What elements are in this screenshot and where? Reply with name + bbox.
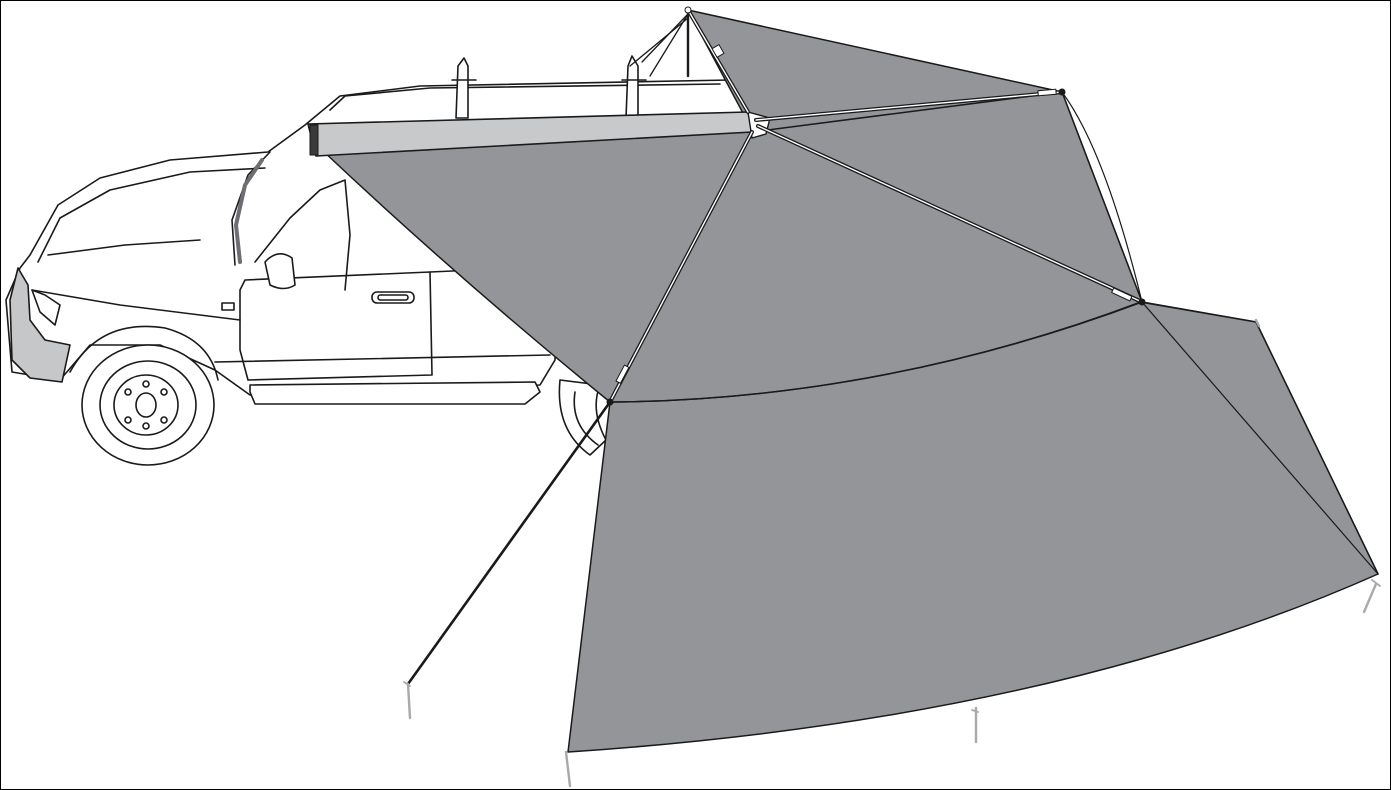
tent-peg-icon: [1362, 582, 1378, 614]
guy-rope-icon: [406, 400, 612, 686]
vehicle-front-arch: [69, 325, 219, 381]
awning-housing-endcap: [309, 124, 319, 156]
vehicle-side-window: [254, 179, 351, 291]
awning-pole-collar-lower: [615, 364, 630, 384]
vehicle-sill-line: [214, 354, 551, 363]
vehicle-front-wheel: [81, 344, 215, 466]
vehicle-front-bumper: [9, 267, 71, 383]
tent-peg-hooks: [403, 579, 1381, 713]
vehicle-side-mirror: [264, 253, 296, 290]
awning-arm-lower-highlight: [609, 131, 753, 403]
roof-rack-front-upright: [455, 57, 469, 119]
roof-rack-rear-upright: [625, 55, 639, 119]
awning-arm-upper-highlight: [755, 91, 1063, 121]
vehicle-headlight: [31, 289, 61, 326]
awning-mast-strap: [711, 44, 725, 58]
guy-rope: [406, 400, 612, 686]
awning-support-arms: [608, 8, 1144, 404]
vehicle-indicator: [221, 302, 235, 311]
vehicle-roofline: [329, 83, 721, 111]
vehicle-hood-line: [47, 239, 201, 256]
vehicle-door-handle-inner: [377, 294, 409, 301]
awning-tie-line-b: [649, 13, 689, 77]
awning-pole-collar-middle: [1111, 287, 1133, 302]
tent-peg-icon: [406, 682, 412, 720]
vehicle-running-board: [249, 381, 541, 405]
vehicle-front-door: [239, 271, 433, 381]
vehicle-rear-wheel: [558, 379, 607, 456]
vehicle-windshield-inner: [234, 158, 264, 264]
awning-arm-tip-middle: [1138, 298, 1146, 306]
awning-arm-tip-top: [684, 6, 692, 14]
awning-seam-outer: [1061, 91, 1143, 303]
tent-peg-icon: [1254, 318, 1261, 328]
awning-tie-line-a: [641, 13, 689, 63]
awning-tie-line-c: [629, 17, 689, 67]
awning-arm-middle-highlight: [757, 125, 1143, 303]
vehicle-hood-crease: [37, 167, 266, 263]
awning-seam-lower: [609, 301, 1141, 403]
awning-arm-mast-highlight: [687, 9, 749, 113]
vehicle-body-line: [31, 289, 241, 321]
tent-pegs: [406, 318, 1378, 788]
awning-seam-wall: [1141, 301, 1379, 575]
awning-arm-tip-upper: [1058, 88, 1066, 96]
tent-peg-icon: [564, 750, 572, 788]
awning-pole-collar-upper: [1037, 88, 1057, 97]
awning-icon: [307, 6, 1379, 753]
